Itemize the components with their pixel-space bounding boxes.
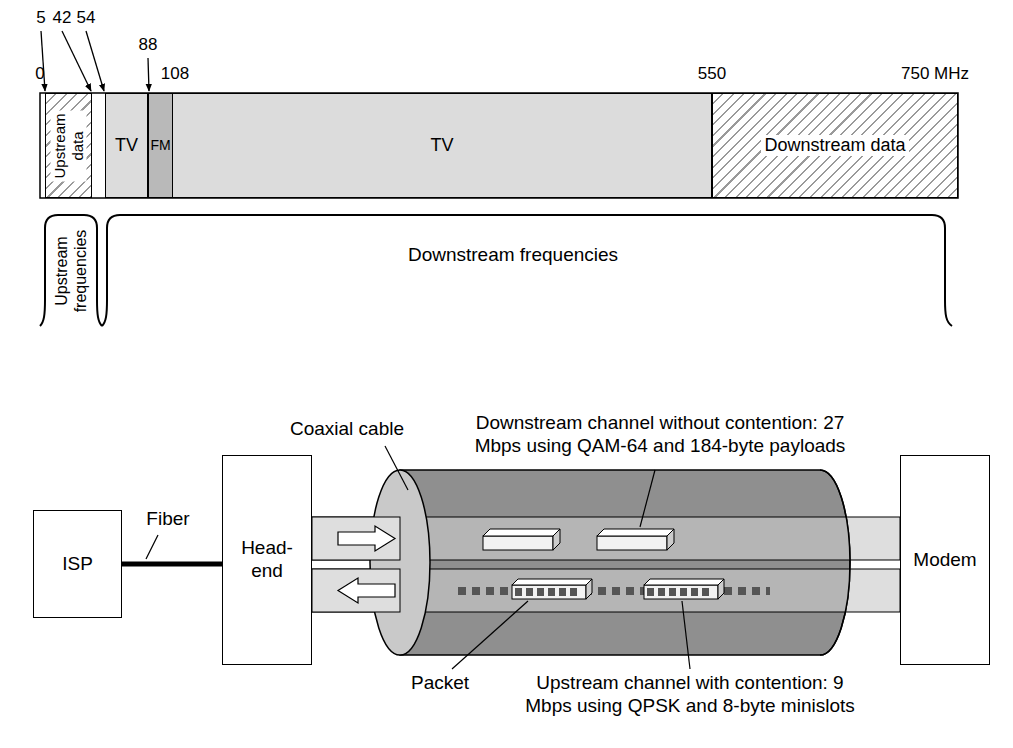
packet-front xyxy=(483,536,553,550)
packet-side xyxy=(586,579,592,599)
packet-front xyxy=(644,585,718,599)
packet-top xyxy=(483,529,560,536)
coax-cable-end xyxy=(820,470,850,655)
packet-top xyxy=(597,529,674,536)
leader-line xyxy=(452,601,528,669)
packet-side xyxy=(553,529,560,550)
packet-top xyxy=(644,579,724,585)
direction-arrow xyxy=(338,526,395,551)
frequency-mark: 54 xyxy=(77,8,96,28)
pointer-arrow xyxy=(86,31,104,91)
callout-label: Upstream channel with contention: 9 Mbps… xyxy=(480,672,900,718)
leader-line xyxy=(146,535,158,559)
node-text: Modem xyxy=(913,549,976,572)
edge-label: Fiber xyxy=(146,508,189,531)
node-text: FM xyxy=(150,137,170,154)
upstream-packet xyxy=(512,579,592,599)
leader-lines xyxy=(146,446,690,669)
downstream-band: Downstream data xyxy=(712,93,958,198)
upstream-lane xyxy=(312,569,900,612)
pointer-arrows xyxy=(41,31,149,91)
callout-label: Coaxial cable xyxy=(290,418,404,441)
pointer-arrow xyxy=(148,58,149,91)
brace-label: Downstream frequencies xyxy=(408,244,618,267)
tv-band: TV xyxy=(172,93,712,198)
downstream-lane xyxy=(312,517,400,560)
downstream-lane-inner xyxy=(312,517,900,560)
frequency-mark: 750 MHz xyxy=(901,64,969,84)
frequency-mark: 42 xyxy=(53,8,72,28)
packet-front xyxy=(512,585,586,599)
leader-line xyxy=(385,446,408,490)
fm-band: FM xyxy=(148,93,173,198)
frequency-mark: 550 xyxy=(698,64,726,84)
upstream-lane xyxy=(312,569,400,612)
node-text: TV xyxy=(430,135,453,157)
packet-side xyxy=(667,529,674,550)
downstream-lane xyxy=(312,517,900,560)
isp-box: ISP xyxy=(33,510,122,618)
leader-line xyxy=(682,601,690,669)
packet-top xyxy=(512,579,592,585)
connectors xyxy=(122,564,222,565)
brace xyxy=(40,215,102,326)
node-text: ISP xyxy=(62,553,93,576)
packet-slots xyxy=(647,588,713,596)
node-text: Downstream data xyxy=(761,135,908,157)
coax-cable-face xyxy=(370,470,430,655)
brace xyxy=(102,215,952,326)
direction-arrow xyxy=(338,578,395,603)
downstream-packet xyxy=(597,529,674,550)
packet-front xyxy=(597,536,667,550)
upstream-packet xyxy=(644,579,724,599)
packet-slots xyxy=(515,588,581,596)
pointer-arrow xyxy=(62,31,91,91)
frequency-mark: 0 xyxy=(35,64,44,84)
headend-box: Head- end xyxy=(222,455,312,665)
brace-label: Upstream frequencies xyxy=(52,230,90,313)
node-text: Upstream data xyxy=(51,110,87,181)
frequency-mark: 108 xyxy=(161,64,189,84)
fiber-link xyxy=(122,562,222,567)
packet-side xyxy=(718,579,724,599)
callout-label: Packet xyxy=(411,672,469,695)
node-text: TV xyxy=(115,135,138,157)
node-text: Head- end xyxy=(241,537,293,583)
tv-band: TV xyxy=(105,93,148,198)
upstream-band: Upstream data xyxy=(45,93,92,198)
downstream-packet xyxy=(483,529,560,550)
upstream-lane-inner xyxy=(312,569,900,612)
frequency-mark: 88 xyxy=(139,35,158,55)
leader-line xyxy=(640,470,655,527)
callout-label: Downstream channel without contention: 2… xyxy=(430,412,890,458)
frequency-bar xyxy=(40,93,958,198)
coax-cable-body xyxy=(400,470,850,655)
modem-box: Modem xyxy=(900,455,990,665)
frequency-mark: 5 xyxy=(36,8,45,28)
